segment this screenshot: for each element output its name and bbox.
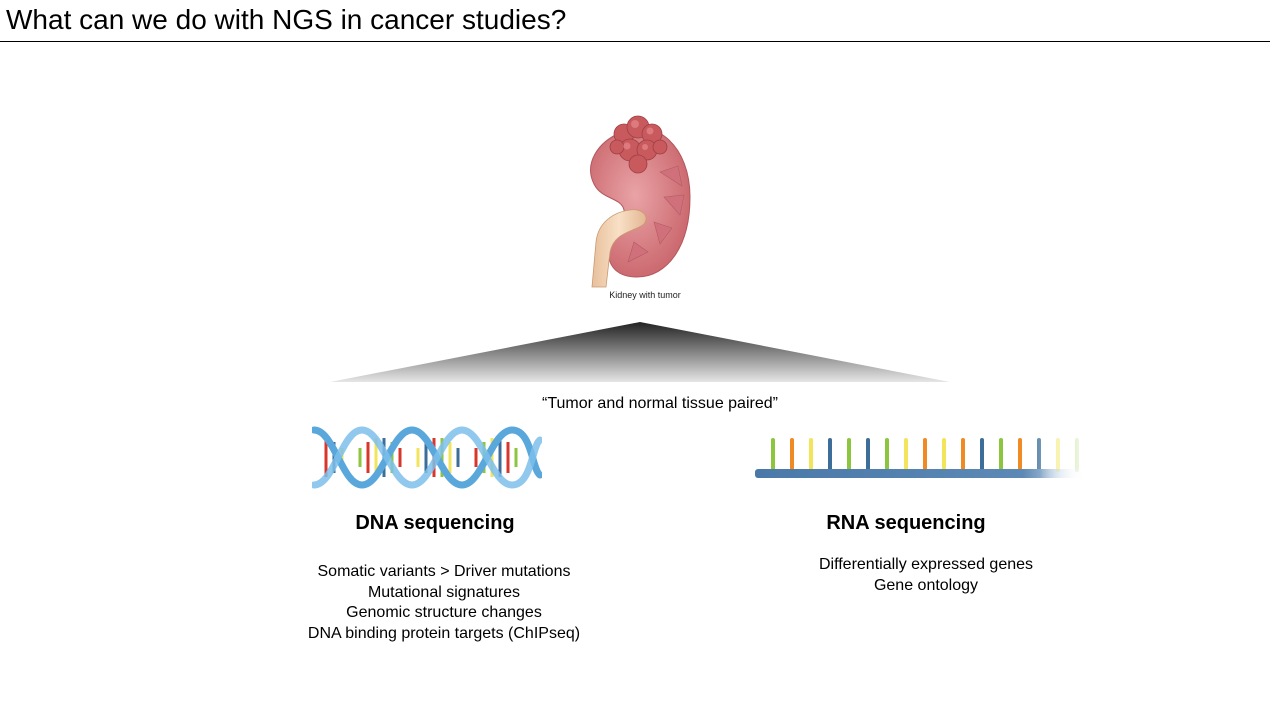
list-item: Differentially expressed genes: [818, 556, 1034, 573]
slide-title: What can we do with NGS in cancer studie…: [6, 4, 567, 35]
paired-tissue-subtitle: “Tumor and normal tissue paired”: [542, 395, 778, 412]
title-divider: [0, 41, 1270, 42]
list-item: DNA binding protein targets (ChIPseq): [307, 624, 581, 642]
list-item: Mutational signatures: [367, 583, 521, 601]
rna-applications-list: Differentially expressed genes Gene onto…: [746, 555, 1106, 596]
spread-triangle: [330, 322, 950, 382]
dna-helix-icon: [312, 426, 542, 489]
list-item: Genomic structure changes: [346, 604, 542, 621]
kidney-tumor-illustration: [590, 115, 691, 288]
dna-applications-list: Somatic variants > Driver mutations Muta…: [264, 562, 624, 644]
list-item: Gene ontology: [873, 576, 979, 594]
rna-sequencing-heading: RNA sequencing: [826, 512, 986, 534]
list-item: Somatic variants > Driver mutations: [317, 563, 571, 580]
dna-sequencing-heading: DNA sequencing: [355, 512, 515, 534]
rna-strand-icon: [755, 432, 1090, 484]
kidney-caption: Kidney with tumor: [609, 290, 681, 300]
